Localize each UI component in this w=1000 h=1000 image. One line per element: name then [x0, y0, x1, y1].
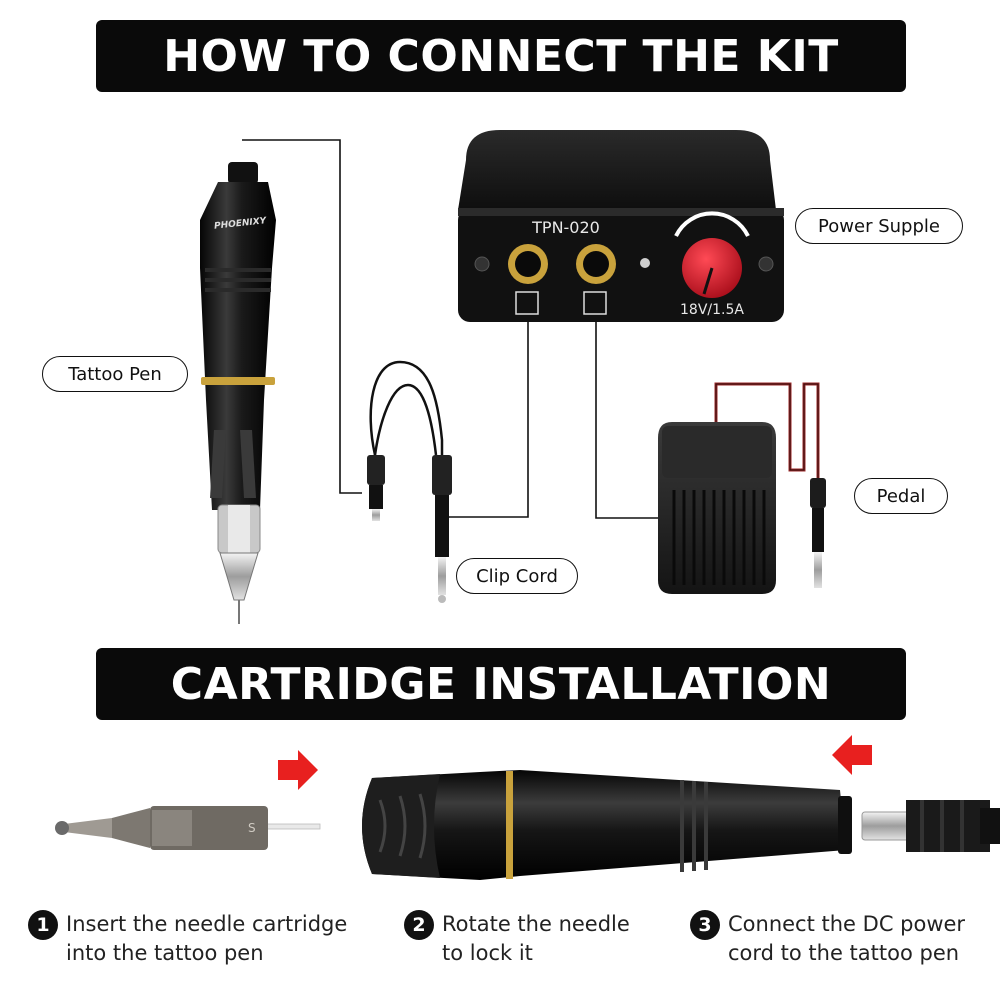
tattoo-pen-label: Tattoo Pen	[42, 356, 188, 392]
power-supply-label: Power Supple	[795, 208, 963, 244]
step-2: 2 Rotate the needle to lock it	[404, 910, 630, 968]
tattoo-pen-horizontal-image	[362, 770, 852, 880]
step-2-line-1: Rotate the needle	[442, 912, 630, 936]
step-1-line-2: into the tattoo pen	[66, 941, 264, 965]
connection-lines	[242, 139, 662, 519]
step-number-2: 2	[404, 910, 434, 940]
step-3-line-1: Connect the DC power	[728, 912, 966, 936]
pedal-image	[658, 382, 826, 594]
dc-power-cord-image	[861, 800, 1000, 852]
pedal-label: Pedal	[854, 478, 948, 514]
clip-cord-label: Clip Cord	[456, 558, 578, 594]
connect-kit-title: HOW TO CONNECT THE KIT	[163, 30, 839, 82]
step-number-3: 3	[690, 910, 720, 940]
rating-label: 18V/1.5A	[680, 302, 744, 318]
connect-kit-banner: HOW TO CONNECT THE KIT	[96, 20, 906, 92]
model-label: TPN-020	[531, 218, 600, 237]
tattoo-pen-image: PHOENIXY	[200, 162, 276, 624]
step-1: 1 Insert the needle cartridge into the t…	[28, 910, 347, 968]
step-3: 3 Connect the DC power cord to the tatto…	[690, 910, 965, 968]
step-number-1: 1	[28, 910, 58, 940]
clip-cord-image	[367, 360, 452, 603]
cartridge-installation-banner: CARTRIDGE INSTALLATION	[96, 648, 906, 720]
dc-insert-arrow-icon	[832, 735, 872, 775]
step-2-line-2: to lock it	[442, 941, 533, 965]
insert-arrow-icon	[278, 750, 318, 790]
step-1-line-1: Insert the needle cartridge	[66, 912, 348, 936]
needle-cartridge-image: S	[55, 806, 321, 850]
svg-text:S: S	[248, 821, 256, 835]
power-supply-image: TPN-020 18V/1.5A	[458, 130, 784, 322]
cartridge-installation-title: CARTRIDGE INSTALLATION	[170, 658, 832, 710]
step-3-line-2: cord to the tattoo pen	[728, 941, 960, 965]
